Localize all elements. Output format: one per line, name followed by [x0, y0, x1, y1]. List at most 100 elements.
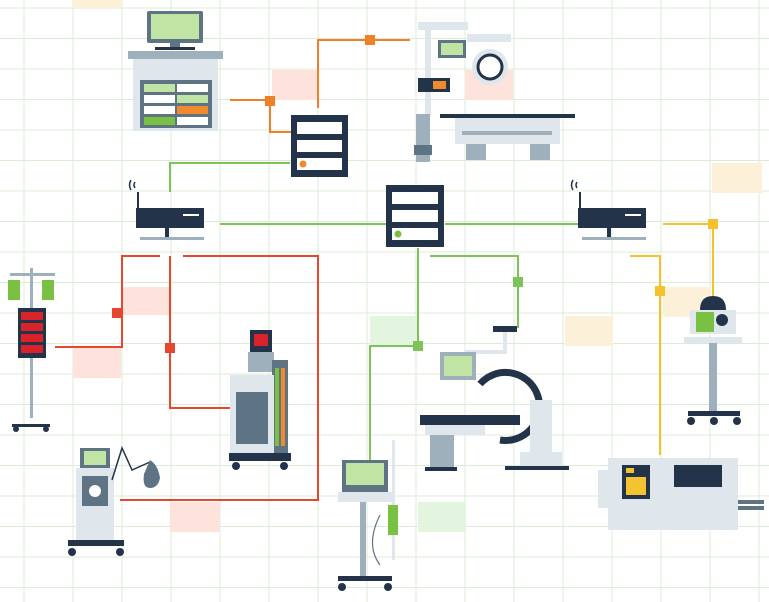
ceiling-mounted-radiography-unit[interactable]	[414, 22, 511, 162]
antenna	[137, 192, 139, 208]
pump-module	[21, 323, 43, 331]
highlight-cell	[712, 163, 762, 193]
highlight-cell	[73, 0, 121, 8]
tube-collar	[414, 145, 432, 155]
control-knob	[89, 485, 101, 497]
wireless-router-right[interactable]	[570, 179, 647, 240]
laboratory-analyzer[interactable]	[598, 458, 764, 530]
pedestal-base	[425, 467, 457, 471]
control-panel-display	[433, 81, 446, 89]
wheel	[687, 417, 695, 425]
ventilator-base	[68, 540, 124, 546]
server-unit	[297, 140, 342, 152]
status-led	[299, 160, 307, 168]
wheel	[43, 426, 49, 432]
wheel	[280, 462, 288, 470]
wheel	[384, 583, 392, 591]
patient-table-body	[425, 425, 485, 435]
router-icon	[578, 208, 646, 228]
router-led-bar	[625, 214, 641, 216]
router-stem	[607, 228, 611, 238]
server-unit	[297, 122, 342, 134]
sample-indicator	[626, 477, 646, 495]
wifi-icon	[128, 179, 136, 191]
highlight-cell	[73, 348, 121, 378]
rack-unit	[177, 106, 208, 114]
support-column	[425, 30, 431, 115]
medication-dispenser-stand[interactable]	[684, 296, 742, 425]
cart-pole	[360, 502, 366, 577]
c-arm-fluoroscopy-unit[interactable]	[420, 326, 569, 471]
mobile-ventilator[interactable]	[68, 445, 160, 556]
iv-bag-icon	[8, 280, 20, 300]
router-base	[582, 237, 646, 240]
flowmeter-stripe	[275, 368, 279, 446]
table-leg	[466, 144, 486, 160]
highlight-cell	[565, 316, 613, 346]
wheel	[710, 417, 718, 425]
router-stem	[165, 228, 169, 238]
sample-indicator	[626, 468, 634, 473]
stand-base	[688, 411, 740, 416]
router-led-bar	[183, 214, 199, 216]
cabinet-top	[128, 51, 223, 59]
monitor-stand	[170, 43, 180, 48]
wheel	[13, 426, 19, 432]
network-server-top[interactable]	[291, 115, 348, 177]
connector-node	[413, 341, 423, 351]
patient-monitor-cart[interactable]	[338, 440, 398, 591]
wheel	[232, 462, 240, 470]
server-unit	[392, 210, 438, 222]
ceiling-rail	[418, 22, 468, 30]
pump-module	[21, 334, 43, 342]
highlight-cell	[418, 502, 466, 532]
table-pedestal	[430, 435, 454, 467]
server-unit	[392, 228, 438, 240]
connector-node	[655, 286, 665, 296]
wireless-router-left[interactable]	[128, 179, 205, 240]
connector-node	[165, 343, 175, 353]
network-server-center[interactable]	[386, 185, 444, 247]
server-unit	[392, 192, 438, 204]
router-base	[140, 237, 204, 240]
patient-table-top	[420, 415, 520, 425]
status-led	[394, 230, 402, 238]
iv-bag-icon	[388, 505, 398, 535]
wheel	[68, 548, 76, 556]
keyboard	[155, 47, 195, 50]
monitor-mount	[248, 352, 274, 372]
xray-table[interactable]	[440, 114, 575, 160]
infusion-pump-stand[interactable]	[8, 268, 55, 432]
link-router-to-ventilator	[120, 255, 319, 501]
ceiling-mount	[493, 326, 517, 332]
connector-node	[265, 96, 275, 106]
anesthesia-machine[interactable]	[229, 330, 291, 470]
link-workstation-to-server	[230, 99, 292, 133]
rack-unit	[144, 117, 175, 125]
c-arm-icon	[477, 368, 543, 444]
rack-unit	[177, 84, 208, 92]
antenna	[579, 192, 581, 208]
medication-cartridge	[696, 312, 714, 332]
link-router-to-anesthesia	[169, 256, 230, 409]
connector-node	[513, 277, 523, 287]
rack-unit	[144, 84, 175, 92]
table-leg	[530, 144, 550, 160]
pump-module	[21, 312, 43, 320]
link-server-to-monitor-cart	[369, 248, 419, 460]
rack-unit	[144, 95, 175, 103]
table-top	[440, 114, 575, 118]
workstation-computer-cabinet[interactable]	[128, 11, 223, 131]
cable	[371, 514, 381, 566]
router-icon	[136, 208, 204, 228]
stand-shelf	[684, 337, 742, 343]
link-router-left-to-server-top	[169, 162, 290, 192]
wheel	[733, 417, 741, 425]
server-unit	[297, 158, 342, 170]
wheel	[116, 548, 124, 556]
rack-unit	[177, 95, 208, 103]
stand-base	[12, 424, 50, 427]
link-router-to-dispenser	[663, 223, 714, 298]
monitor-screen	[151, 14, 199, 39]
